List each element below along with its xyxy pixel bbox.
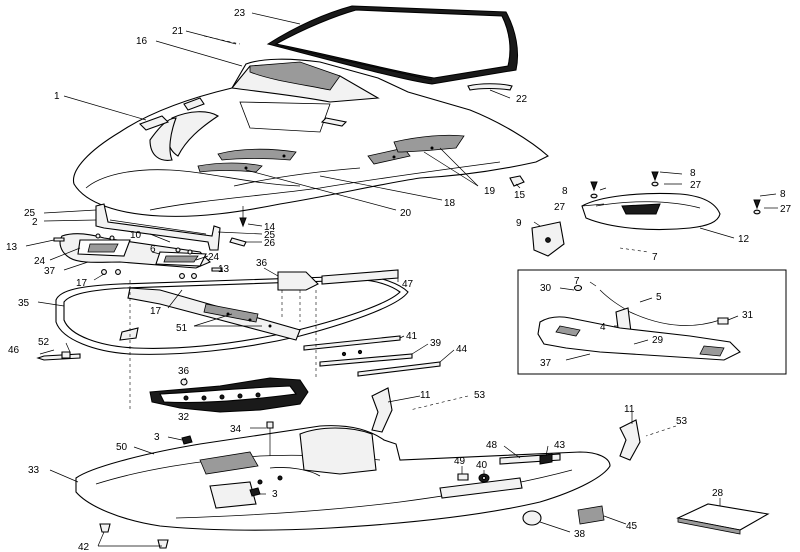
callout-53b: 53 (676, 416, 688, 427)
callout-50: 50 (116, 442, 128, 453)
rod-part (303, 335, 441, 377)
callout-39: 39 (430, 338, 442, 349)
callout-10: 10 (130, 230, 142, 241)
bracket-11b-part (619, 419, 641, 461)
callout-35: 35 (18, 298, 30, 309)
callout-37a: 37 (44, 266, 56, 277)
callout-4: 4 (600, 322, 606, 333)
callout-6: 6 (150, 244, 156, 255)
callout-36a: 36 (256, 258, 268, 269)
callout-45: 45 (626, 521, 638, 532)
callout-25a: 25 (24, 208, 36, 219)
cap-part (522, 510, 542, 526)
callout-7b: 7 (574, 276, 580, 287)
plate-part (577, 505, 605, 525)
mount-plate-part (59, 233, 211, 279)
callout-8b: 8 (690, 168, 696, 179)
callout-27c: 27 (780, 204, 792, 215)
callout-16: 16 (136, 36, 148, 47)
pad-part (676, 503, 770, 535)
callout-24b: 24 (34, 256, 46, 267)
callout-47: 47 (402, 279, 414, 290)
knob-part (509, 175, 525, 187)
callout-43: 43 (554, 440, 566, 451)
callout-23: 23 (234, 8, 246, 19)
callout-25b: 25 (264, 230, 276, 241)
callout-42: 42 (78, 542, 90, 552)
callout-24a: 24 (208, 252, 220, 263)
callout-21: 21 (172, 26, 184, 37)
callout-46: 46 (8, 345, 20, 356)
callout-48: 48 (486, 440, 498, 451)
callout-53a: 53 (474, 390, 486, 401)
callout-8a: 8 (562, 186, 568, 197)
callout-27a: 27 (554, 202, 566, 213)
callout-37b: 37 (540, 358, 552, 369)
leader-lines (25, 12, 778, 547)
callout-13b: 13 (218, 264, 230, 275)
callout-28: 28 (712, 488, 724, 499)
callout-36b: 36 (178, 366, 190, 377)
callout-20: 20 (400, 208, 412, 219)
bracket-part (95, 203, 247, 251)
callout-26: 26 (264, 238, 276, 249)
callout-11a: 11 (420, 390, 431, 401)
callout-5: 5 (656, 292, 662, 303)
deflector-part (467, 83, 513, 91)
callout-40: 40 (476, 460, 488, 471)
callout-17a: 17 (76, 278, 88, 289)
callout-12: 12 (738, 234, 750, 245)
screw-part (239, 217, 247, 228)
callout-49: 49 (454, 456, 466, 467)
callout-17b: 17 (150, 306, 162, 317)
brace-part (149, 377, 309, 413)
callout-15: 15 (514, 190, 526, 201)
callout-38: 38 (574, 529, 586, 540)
callout-51: 51 (176, 323, 188, 334)
side-panel-part (531, 192, 721, 257)
callout-3b: 3 (272, 489, 278, 500)
callout-32: 32 (178, 412, 190, 423)
cable-inset-box (517, 269, 787, 375)
callout-52: 52 (38, 337, 50, 348)
rail-part (127, 287, 301, 341)
callout-29: 29 (652, 335, 664, 346)
hood-part (72, 58, 549, 217)
screw-washers (590, 171, 761, 215)
callout-11b: 11 (624, 404, 635, 415)
callout-9: 9 (516, 218, 522, 229)
bracket-11-part (371, 387, 393, 433)
callout-8c: 8 (780, 189, 786, 200)
callout-31: 31 (742, 310, 754, 321)
callout-27b: 27 (690, 180, 702, 191)
callout-19: 19 (484, 186, 496, 197)
callout-7a: 7 (652, 252, 658, 263)
callout-22: 22 (516, 94, 528, 105)
callout-44: 44 (456, 344, 468, 355)
callout-33: 33 (28, 465, 40, 476)
windshield-part (266, 5, 519, 85)
callout-13a: 13 (6, 242, 18, 253)
bracket-36-part (277, 271, 319, 322)
callout-14: 14 (264, 222, 276, 233)
belly-pan-part (75, 425, 611, 531)
callout-18: 18 (444, 198, 456, 209)
callout-labels: 23 21 16 1 22 8 27 8 27 8 27 9 12 7 15 1… (6, 8, 792, 552)
callout-34: 34 (230, 424, 242, 435)
callout-30: 30 (540, 283, 552, 294)
callout-2: 2 (32, 217, 38, 228)
callout-1: 1 (54, 91, 60, 102)
hardware (457, 453, 561, 483)
callout-3a: 3 (154, 432, 160, 443)
callout-41: 41 (406, 331, 418, 342)
